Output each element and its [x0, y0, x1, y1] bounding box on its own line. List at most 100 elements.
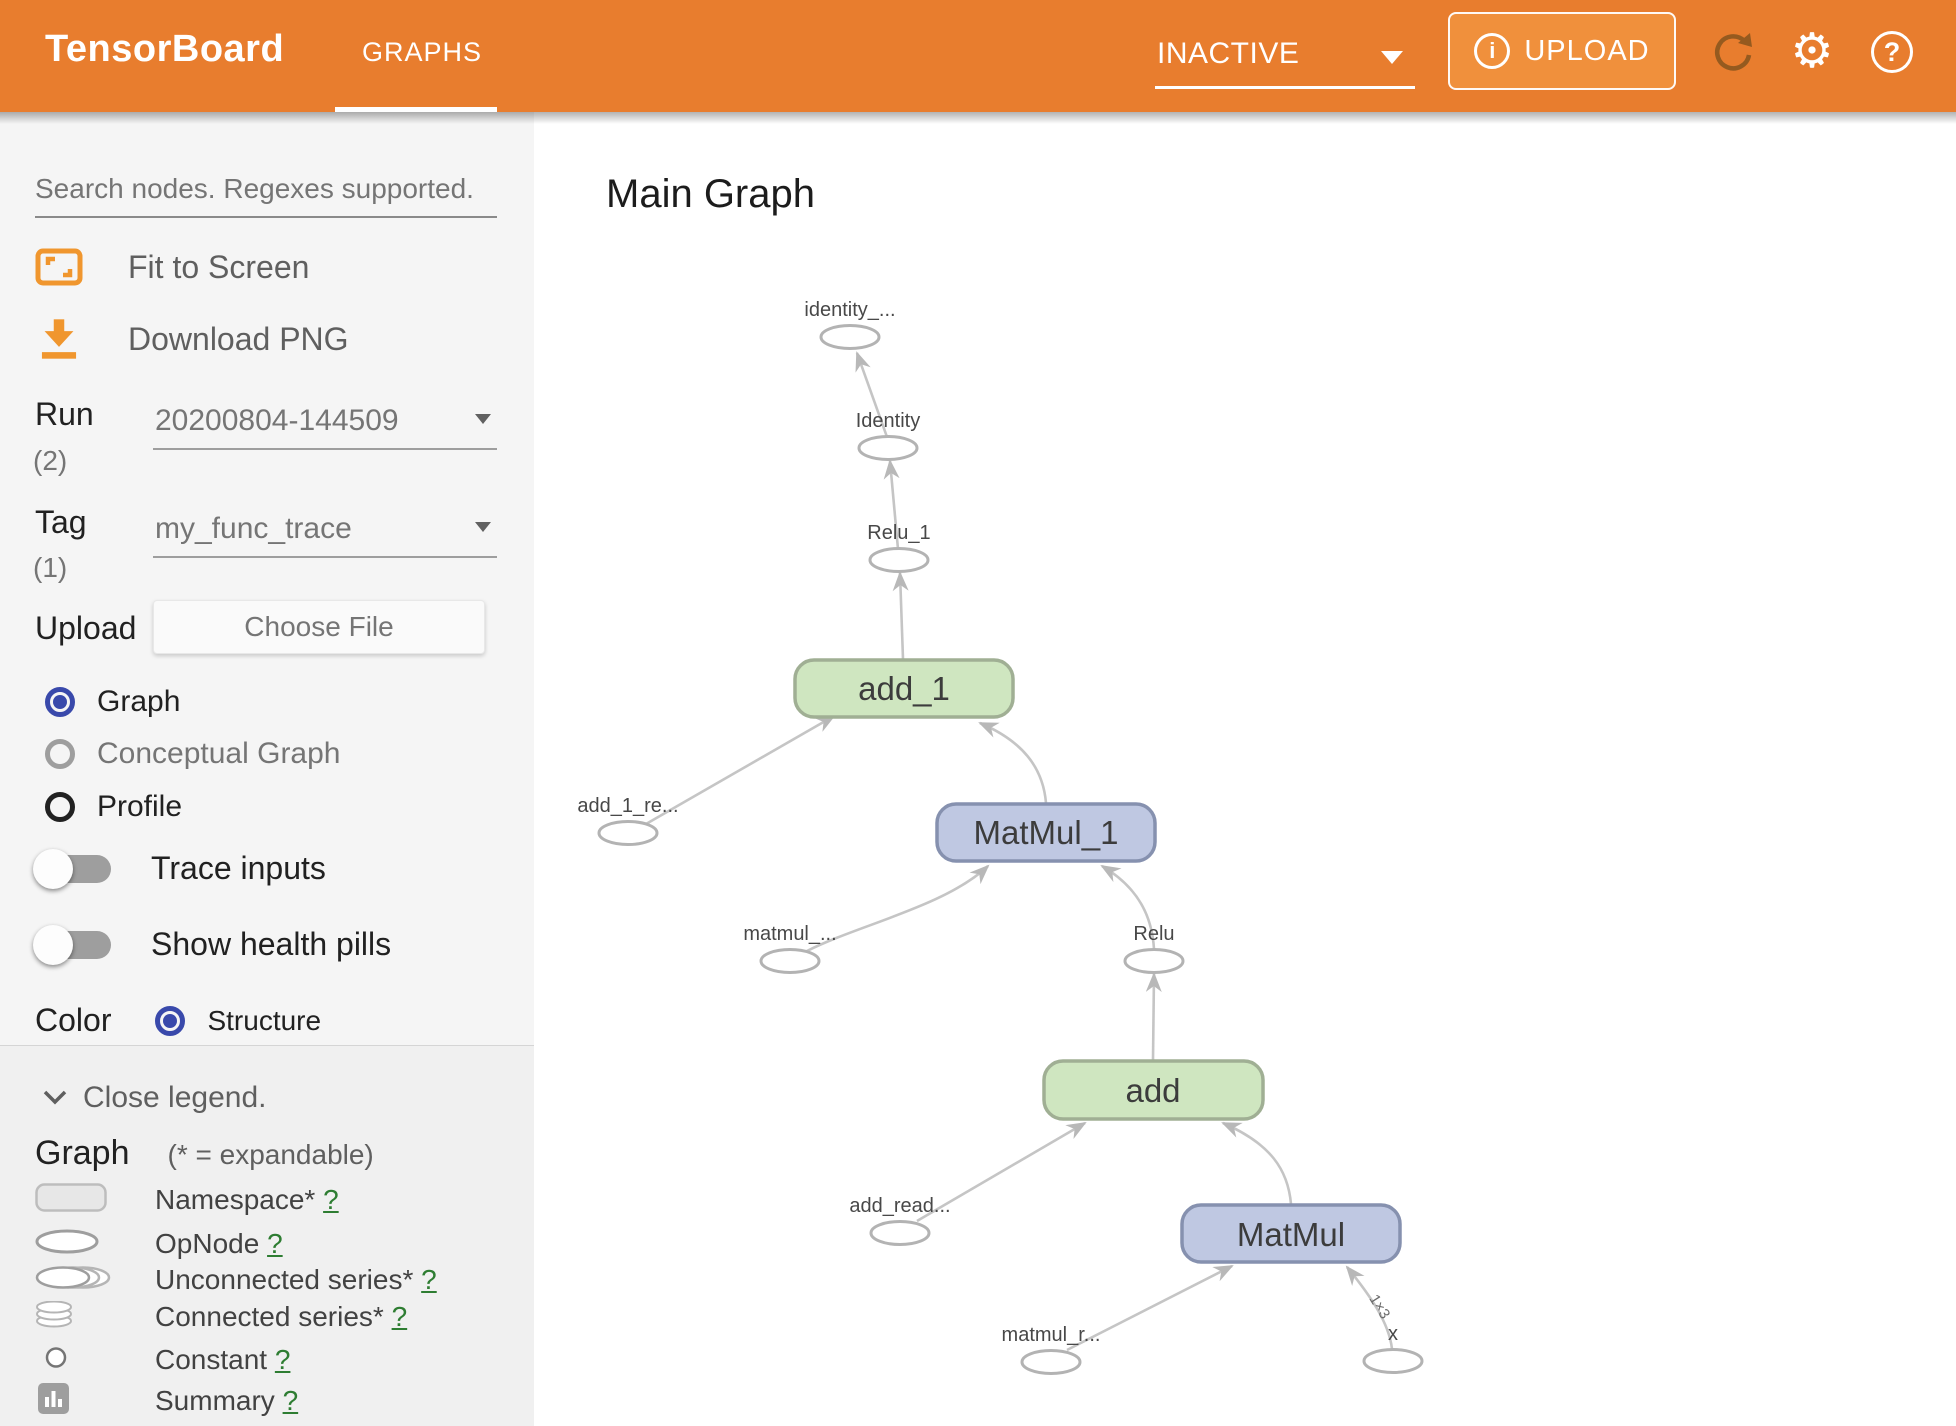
opnode-ellipse[interactable] [819, 324, 881, 350]
node-add-read[interactable]: add_read... [849, 1195, 951, 1246]
svg-text:add_1: add_1 [858, 670, 950, 707]
svg-text:MatMul_1: MatMul_1 [974, 814, 1119, 851]
edge-matmul1-to-add1 [978, 721, 1048, 804]
opnode-help-link[interactable]: ? [267, 1228, 283, 1259]
legend-item-namespace: Namespace* ? [0, 1180, 534, 1220]
svg-text:add_read...: add_read... [849, 1195, 950, 1217]
close-legend-button[interactable]: Close legend. [43, 1081, 266, 1115]
svg-text:Relu: Relu [1133, 923, 1174, 945]
opnode-ellipse[interactable] [759, 948, 821, 974]
legend-item-connected-series: Connected series* ? [0, 1297, 534, 1337]
show-health-pills-toggle[interactable]: Show health pills [33, 924, 391, 965]
tab-active-underline [335, 107, 497, 112]
node-relu[interactable]: Relu [1123, 923, 1185, 974]
unconnected-series-help-link[interactable]: ? [421, 1264, 437, 1295]
run-dropdown[interactable]: 20200804-144509 [153, 402, 497, 450]
dataflow-graph: 1×3 identity_... Identity Relu_1 add_1_r… [577, 299, 1424, 1375]
node-identity_series[interactable]: identity_... [804, 299, 896, 350]
opnode-ellipse[interactable] [869, 1220, 931, 1246]
run-label: Run [35, 396, 94, 432]
node-add-1-re[interactable]: add_1_re... [577, 795, 679, 846]
graph-edges: 1×3 [645, 351, 1394, 1352]
svg-text:add_1_re...: add_1_re... [577, 795, 678, 817]
constant-help-link[interactable]: ? [274, 1344, 291, 1375]
node-identity[interactable]: Identity [856, 410, 920, 461]
tab-graphs[interactable]: GRAPHS [362, 37, 483, 67]
run-dropdown-value: 20200804-144509 [155, 404, 399, 437]
legend-item-unconnected-series: Unconnected series* ? [0, 1260, 534, 1300]
connected-series-icon [35, 1300, 73, 1333]
node-relu-1[interactable]: Relu_1 [867, 522, 931, 573]
toggle-off-icon [33, 848, 111, 889]
info-icon: i [1474, 33, 1511, 69]
legend-heading: Graph [35, 1134, 130, 1172]
legend-item-opnode: OpNode ? [0, 1224, 534, 1264]
edge-identity-to-identity_ [855, 351, 889, 438]
tag-dropdown[interactable]: my_func_trace [153, 510, 497, 558]
node-matmul_series[interactable]: matmul_... [743, 923, 837, 974]
legend-panel: Close legend. Graph (* = expandable) Nam… [0, 1045, 534, 1426]
fit-to-screen-label: Fit to Screen [128, 248, 310, 285]
opnode-ellipse[interactable] [597, 820, 659, 846]
app-header: TensorBoard GRAPHS INACTIVE i UPLOAD ⚙ ? [0, 0, 1956, 112]
radio-selected-icon [45, 687, 75, 717]
trace-inputs-toggle[interactable]: Trace inputs [33, 848, 326, 889]
node-matmul-r[interactable]: matmul_r... [1002, 1324, 1101, 1375]
choose-file-button[interactable]: Choose File [153, 600, 485, 654]
graph-canvas[interactable]: Main Graph 1×3 identity_... [534, 112, 1956, 1426]
upload-button-label: UPLOAD [1524, 34, 1650, 67]
opnode-ellipse[interactable] [1020, 1349, 1082, 1375]
tag-label: Tag [35, 504, 87, 540]
summary-help-link[interactable]: ? [282, 1385, 299, 1416]
edge-addread-to-add [916, 1121, 1087, 1223]
refresh-button[interactable] [1708, 28, 1756, 76]
node-matmul-1[interactable]: MatMul_1 [935, 802, 1157, 863]
legend-expandable-note: (* = expandable) [167, 1139, 374, 1170]
node-matmul[interactable]: MatMul [1180, 1203, 1402, 1264]
color-label: Color [35, 1002, 112, 1038]
svg-text:Relu_1: Relu_1 [867, 522, 930, 544]
radio-profile[interactable]: Profile [45, 790, 182, 824]
settings-button[interactable]: ⚙ [1788, 28, 1836, 76]
gear-icon: ⚙ [1790, 25, 1834, 78]
node-add[interactable]: add [1042, 1059, 1265, 1121]
chevron-down-icon [475, 522, 491, 532]
namespace-icon [35, 1183, 107, 1217]
search-input[interactable] [35, 162, 497, 218]
color-structure-label: Structure [207, 1004, 322, 1036]
upload-label: Upload [35, 610, 137, 646]
node-add-1[interactable]: add_1 [793, 658, 1015, 719]
opnode-ellipse[interactable] [1362, 1348, 1424, 1374]
legend-heading-row: Graph (* = expandable) [35, 1134, 374, 1173]
edge-add-to-relu [1145, 972, 1162, 1061]
radio-unselected-icon [45, 739, 75, 769]
edge-matmul_-to-matmul1 [806, 864, 990, 953]
color-by-row: Color Structure [35, 1002, 321, 1039]
status-dropdown-value: INACTIVE [1157, 37, 1300, 70]
namespace-help-link[interactable]: ? [323, 1184, 339, 1215]
radio-graph[interactable]: Graph [45, 685, 180, 719]
radio-unselected-icon [45, 792, 75, 822]
connected-series-help-link[interactable]: ? [391, 1301, 408, 1332]
edge-matmulr-to-matmul [1066, 1264, 1234, 1352]
toggle-off-icon [33, 924, 111, 965]
opnode-ellipse[interactable] [857, 435, 919, 461]
radio-structure[interactable] [155, 1005, 186, 1036]
edge-matmul-to-add [1221, 1121, 1293, 1205]
opnode-ellipse[interactable] [1123, 948, 1185, 974]
sidebar: Fit to Screen Download PNG Run (2) 20200… [0, 112, 534, 1426]
radio-conceptual-graph[interactable]: Conceptual Graph [45, 737, 341, 771]
tensorboard-logo: TensorBoard [45, 28, 285, 70]
node-x[interactable]: x [1362, 1323, 1424, 1374]
chevron-down-icon [43, 1090, 67, 1105]
run-count: (2) [33, 445, 68, 476]
fit-to-screen-button[interactable]: Fit to Screen [35, 248, 309, 286]
edge-x-to-matmul [1345, 1265, 1394, 1350]
opnode-ellipse[interactable] [868, 547, 930, 573]
upload-button[interactable]: i UPLOAD [1448, 12, 1676, 90]
help-button[interactable]: ? [1868, 28, 1916, 76]
status-dropdown[interactable]: INACTIVE [1155, 0, 1415, 112]
summary-icon [38, 1383, 69, 1419]
download-png-button[interactable]: Download PNG [35, 318, 349, 360]
edge-add1-to-relu1 [892, 571, 909, 660]
